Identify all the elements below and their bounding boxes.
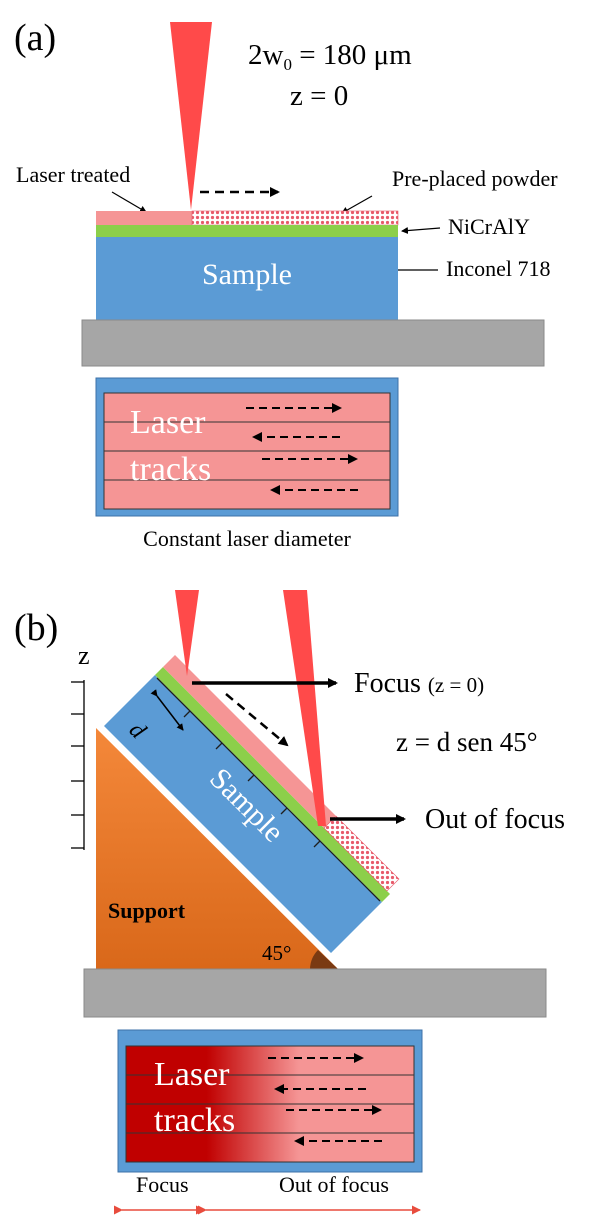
panel-b: (b) z Support d Sample [14,590,565,1215]
stage-platform-b [83,968,547,1018]
legend-focus-label: Focus [136,1172,189,1197]
support-wedge [96,728,338,969]
powder-pointer [341,195,373,214]
focus-text: Focus (z = 0) [354,668,484,699]
track-4 [103,479,391,510]
sample-depth-ticks [183,710,321,848]
powder-label: Pre-placed powder [392,166,558,191]
coating-label: NiCrAlY [448,214,530,239]
panel-b-label: (b) [14,607,58,649]
coating-layer [96,225,398,237]
z-value-text: z = 0 [290,80,348,112]
track-b-3 [125,1103,415,1134]
laser-treated-label: Laser treated [16,162,130,187]
laser-treated-pointer [111,191,147,213]
equation-text: z = d sen 45° [396,727,538,757]
support-label: Support [108,898,186,923]
tilted-coating [155,667,390,902]
laser-beam-focus [175,590,199,676]
tracks-b-label-line2: tracks [154,1102,235,1139]
d-arrow [150,689,184,731]
tracks-label-line2: tracks [130,451,211,488]
powder-layer [191,210,399,226]
track-b-1 [125,1045,415,1076]
out-of-focus-text: Out of focus [425,804,565,835]
panel-a: (a) 2w0 = 180 μm z = 0 Laser treated Pre… [14,17,558,551]
laser-beam [170,22,212,210]
beam-diameter-text: 2w0 = 180 μm [248,39,412,74]
tracks-b-label-line1: Laser [154,1056,230,1093]
laser-beam-out-of-focus [283,590,326,826]
laser-treated-layer [96,211,192,225]
z-axis-label: z [78,641,90,670]
panel-a-label: (a) [14,17,56,59]
track-b-4 [125,1132,415,1163]
substrate-label: Inconel 718 [446,256,550,281]
tilted-scan-arrow [225,693,289,747]
constant-diameter-caption: Constant laser diameter [143,526,351,551]
coating-pointer [401,227,441,235]
stage-platform [81,319,545,367]
tracks-label-line1: Laser [130,404,206,441]
track-1 [103,392,391,423]
z-axis-ticks [71,681,84,849]
sample-surface-line [156,677,381,902]
tilted-treated-layer [163,655,336,828]
angle-label: 45° [262,941,291,965]
sample-label: Sample [202,258,292,291]
tilted-sample [104,675,382,953]
legend-out-of-focus-label: Out of focus [279,1172,389,1197]
angle-marker [310,950,338,969]
track-b-2 [125,1074,415,1105]
sample-block [96,237,398,321]
